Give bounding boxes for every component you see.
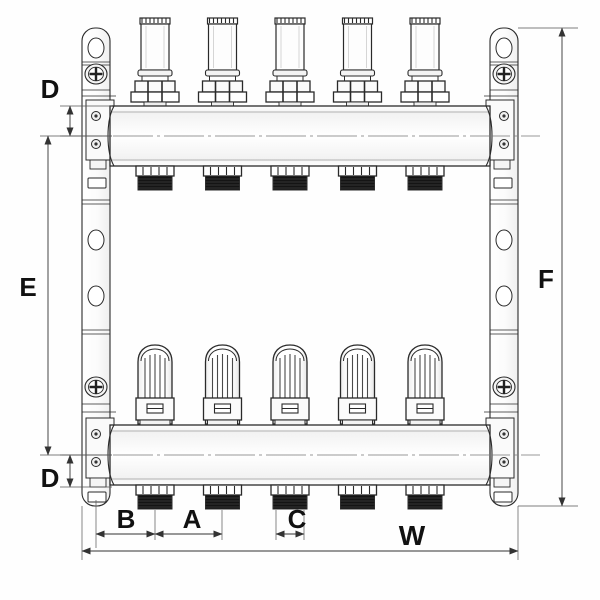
upper-manifold xyxy=(62,105,540,167)
bracket-slot-top xyxy=(87,37,105,59)
lower-outlet xyxy=(337,484,378,510)
dimension-B: B xyxy=(95,500,156,548)
thermostatic-knob xyxy=(135,344,175,426)
upper-outlet xyxy=(135,165,175,191)
bracket-slot-mid1 xyxy=(495,229,513,251)
dimension-label-E: E xyxy=(19,272,36,302)
flow-meter xyxy=(332,17,383,107)
thermostatic-knob xyxy=(202,344,243,426)
dimension-label-C: C xyxy=(288,504,307,534)
dimension-C: C xyxy=(275,504,307,540)
dimension-label-D-bottom: D xyxy=(41,463,60,493)
upper-outlet xyxy=(405,165,445,191)
dimension-W: W xyxy=(81,506,519,560)
flow-meter xyxy=(265,17,315,107)
dimension-label-W: W xyxy=(399,520,426,551)
flow-meter xyxy=(197,17,248,107)
bracket-slot-mid2 xyxy=(87,285,105,307)
lower-outlet xyxy=(405,484,445,510)
lower-outlet xyxy=(135,484,175,510)
lower-manifold xyxy=(62,424,540,486)
bracket-screw-top xyxy=(492,63,516,85)
upper-outlet-group xyxy=(135,165,445,191)
thermostatic-knob xyxy=(337,344,378,426)
bracket-slot-mid1 xyxy=(87,229,105,251)
upper-outlet xyxy=(337,165,378,191)
thermostatic-knob xyxy=(270,344,310,426)
bracket-slot-top xyxy=(495,37,513,59)
dimension-A: A xyxy=(154,504,223,540)
lower-outlet-group xyxy=(135,484,445,510)
upper-outlet xyxy=(270,165,310,191)
left-bracket xyxy=(81,27,116,507)
dimension-label-B: B xyxy=(117,504,136,534)
bracket-screw-top xyxy=(84,63,108,85)
dimension-label-F: F xyxy=(538,264,554,294)
lower-outlet xyxy=(270,484,310,510)
upper-outlet xyxy=(202,165,243,191)
bracket-screw-bottom xyxy=(84,376,108,398)
thermostatic-knob-group xyxy=(135,344,445,426)
dimension-label-A: A xyxy=(183,504,202,534)
lower-outlet xyxy=(202,484,243,510)
dimension-label-D-top: D xyxy=(41,74,60,104)
dimension-E: E xyxy=(19,135,112,456)
flow-meter xyxy=(130,17,180,107)
bracket-slot-mid2 xyxy=(495,285,513,307)
right-bracket xyxy=(484,27,519,507)
flow-meter-group xyxy=(130,17,450,107)
dimension-F: F xyxy=(518,27,578,507)
flow-meter xyxy=(400,17,450,107)
thermostatic-knob xyxy=(405,344,445,426)
bracket-screw-bottom xyxy=(492,376,516,398)
